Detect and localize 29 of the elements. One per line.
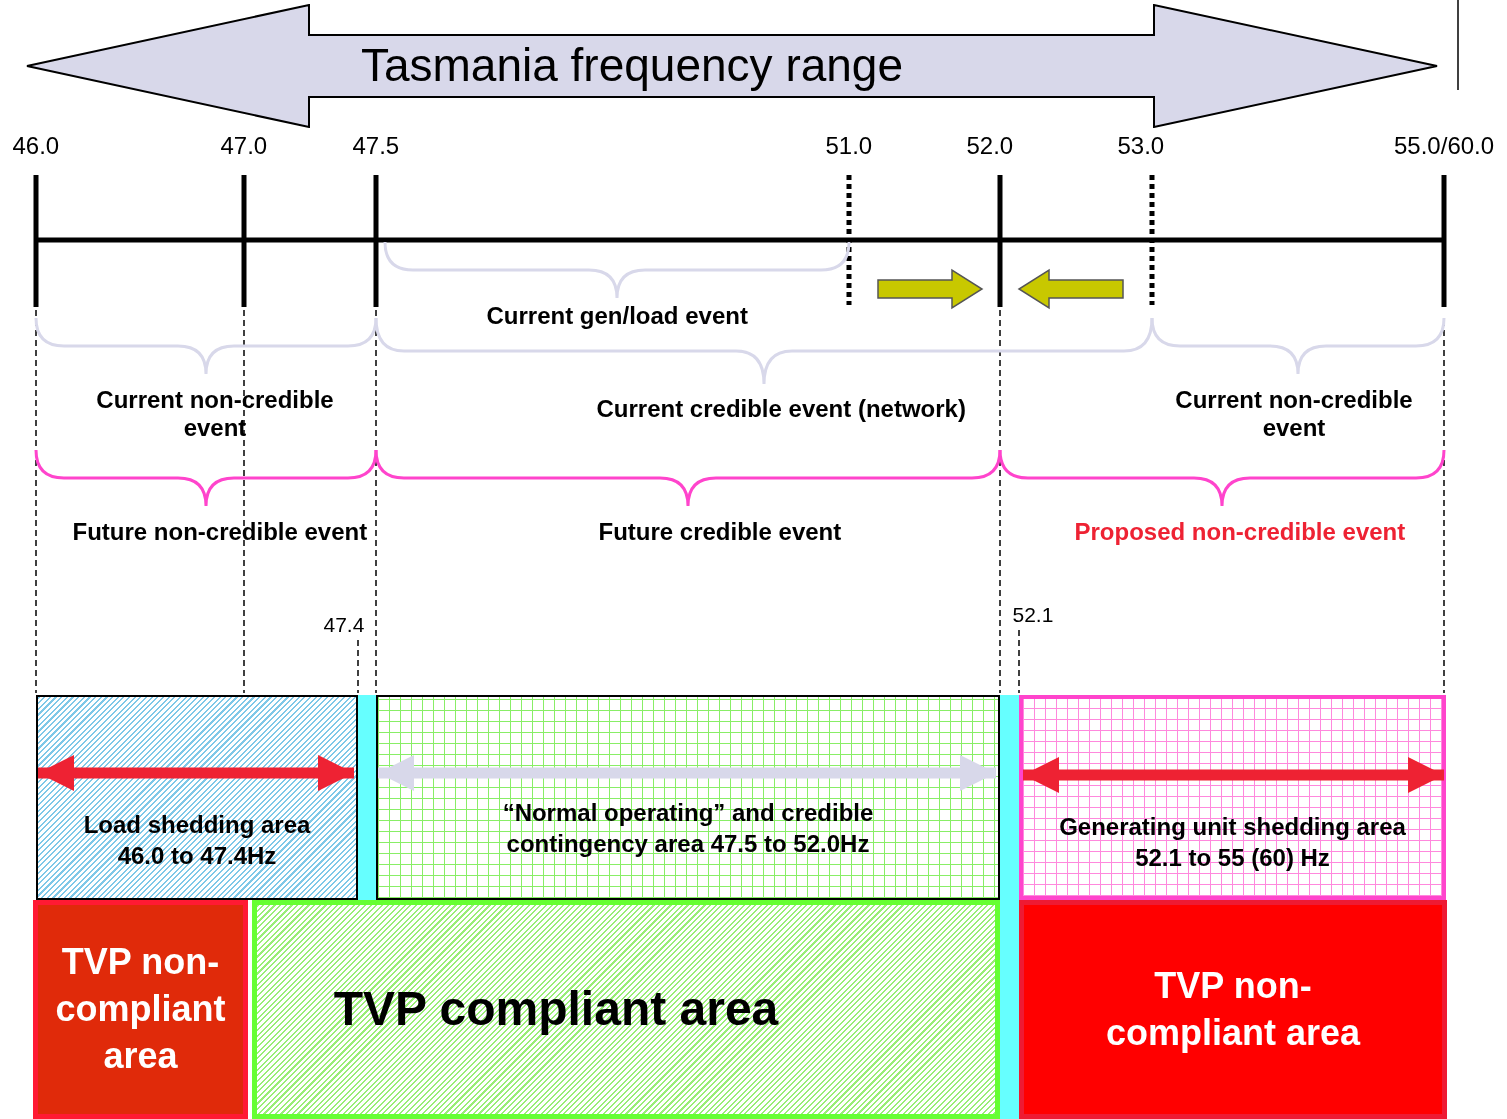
status-area-box [252, 900, 1000, 1119]
tick-value: 47.4 [323, 613, 365, 637]
tick-value: 53.0 [1117, 132, 1165, 160]
grid-area-box [376, 695, 1000, 900]
tick-value: 47.5 [352, 132, 400, 160]
area-label: Load shedding area 46.0 to 47.4Hz [82, 810, 312, 872]
tick-value: 51.0 [825, 132, 873, 160]
grid-area-box [1019, 695, 1446, 900]
event-label: Proposed non-credible event [1074, 518, 1406, 546]
tick-value: 55.0/60.0 [1394, 132, 1495, 160]
event-label: Current gen/load event [486, 302, 748, 330]
hatched-area-box [36, 695, 358, 900]
arrow-title: Tasmania frequency range [360, 38, 904, 94]
status-area-box [1019, 900, 1447, 1119]
event-label: Current non-credible event [1174, 386, 1414, 442]
event-label: Future non-credible event [72, 518, 368, 546]
range-arrow [26, 4, 1438, 128]
tick-value: 47.0 [220, 132, 268, 160]
area-label: TVP compliant area [333, 981, 779, 1038]
area-label: Generating unit shedding area 52.1 to 55 (60) Hz [1058, 812, 1407, 874]
area-label: TVP non-compliant area [54, 940, 227, 1078]
tick-value: 52.1 [1012, 603, 1054, 627]
tick-value: 46.0 [12, 132, 60, 160]
event-label: Current non-credible event [95, 386, 335, 442]
event-label: Current credible event (network) [596, 395, 966, 423]
tick-value: 52.0 [966, 132, 1014, 160]
area-label: TVP non-compliant area [1104, 963, 1362, 1055]
event-label: Future credible event [598, 518, 842, 546]
status-area-box [33, 900, 248, 1119]
